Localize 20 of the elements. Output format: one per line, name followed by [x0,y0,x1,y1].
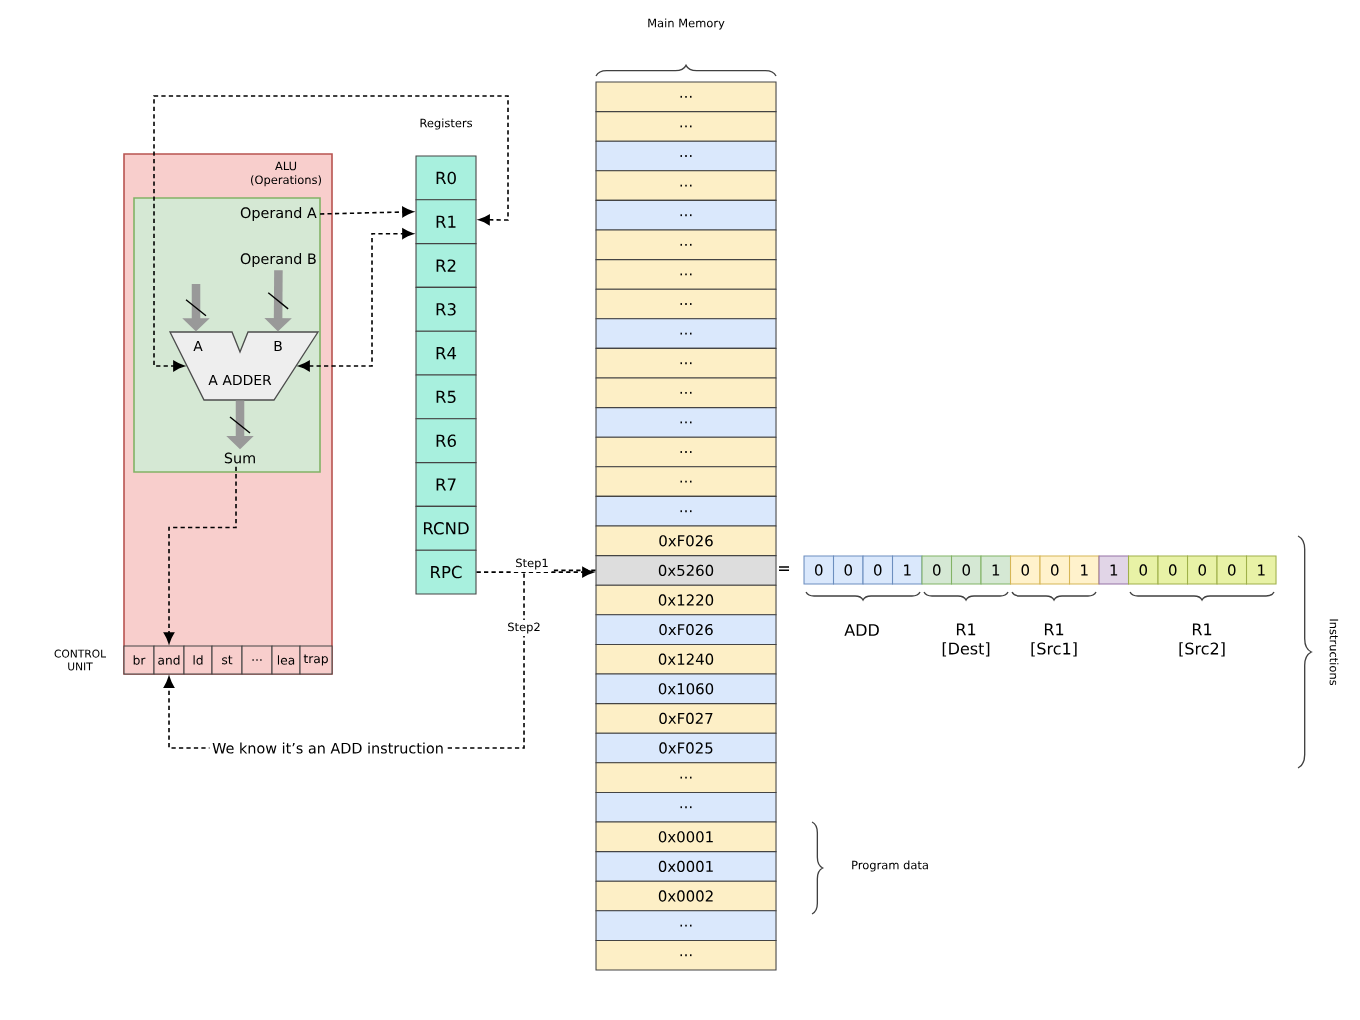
connector-arrow [153,95,509,372]
field-label: R1 [Src1] [1031,623,1077,657]
register-cell: R3 [415,286,477,332]
register-cell: R6 [415,418,477,464]
connector-arrow [475,566,594,578]
register-cell: R0 [415,155,477,201]
register-cell: R7 [415,462,477,507]
equals-sign: = [779,566,789,571]
register-cell: R4 [415,330,477,376]
connector-arrow [298,228,414,372]
connector-arrow [319,206,414,218]
register-cell: R5 [415,374,477,420]
register-cell: R1 [415,199,477,245]
connector-arrow [163,465,237,644]
register-cell: RPC [415,549,477,595]
register-cell: RCND [415,505,477,551]
field-label: R1 [Src2] [1179,623,1225,657]
register-cell: R2 [415,243,477,288]
field-label: ADD [844,624,879,636]
field-label: R1 [Dest] [942,623,990,657]
